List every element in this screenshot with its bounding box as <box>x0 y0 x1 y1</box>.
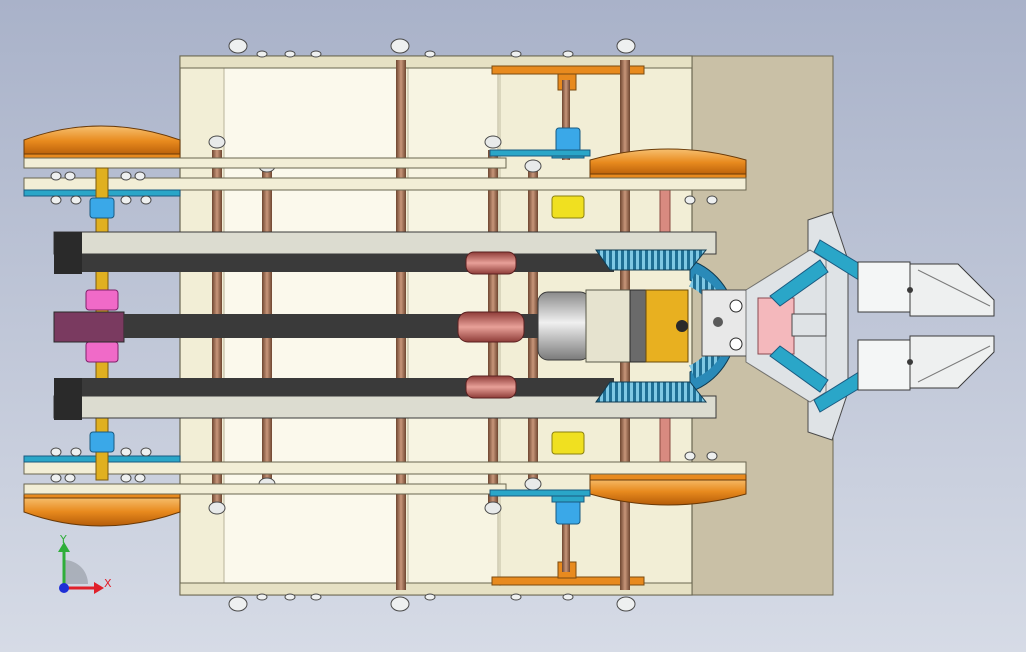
cross-beams <box>23 157 747 495</box>
flange-bolts <box>50 171 718 483</box>
idler-rollers <box>457 251 525 399</box>
motor-gearbox <box>629 289 689 363</box>
frame-bolts-bottom <box>228 593 636 612</box>
coordinate-triad: X Y <box>58 533 112 594</box>
gripper-finger-upper <box>857 261 995 317</box>
bevel-gear <box>595 249 749 403</box>
lower-bearing-hub <box>551 493 585 525</box>
triad-arc <box>64 560 88 584</box>
left-bottom-wheel <box>23 491 181 527</box>
right-top-wheel <box>589 148 747 183</box>
frame-bolts-top <box>228 38 636 58</box>
gripper-finger-lower <box>857 335 995 391</box>
x-axis-label: X <box>104 577 112 590</box>
y-axis-label: Y <box>59 533 67 546</box>
gripper-assembly <box>745 211 871 441</box>
right-bottom-wheel <box>589 471 747 506</box>
z-axis-dot <box>59 583 69 593</box>
drive-motor <box>537 289 631 363</box>
yellow-hubs <box>551 195 585 455</box>
